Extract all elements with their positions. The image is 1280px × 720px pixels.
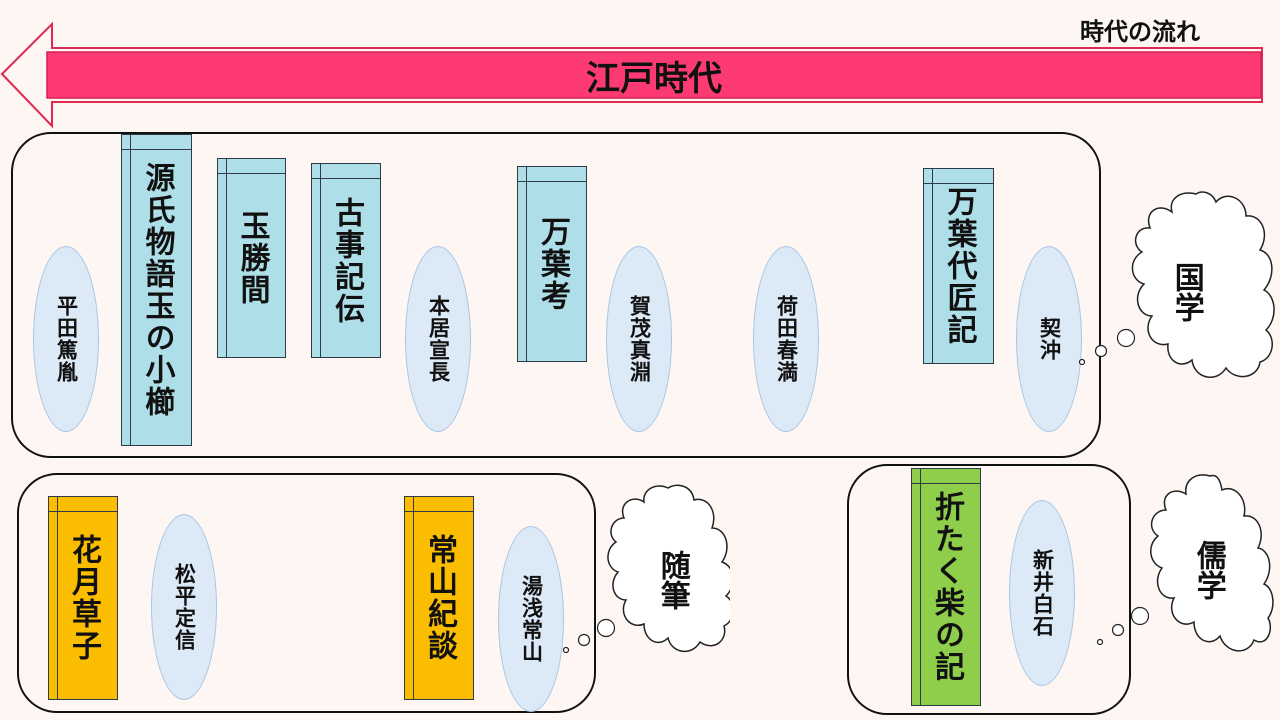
- book-manyo-daishoki: 万葉代匠記: [923, 168, 994, 364]
- zuihitsu-label: 随筆: [654, 550, 690, 610]
- kokugaku-label: 国学: [1168, 262, 1204, 322]
- person-keichu: 契沖: [1016, 246, 1082, 432]
- book-kagetsu-soshi: 花月草子: [48, 496, 118, 700]
- book-oritaku-shiba-no-ki: 折たく柴の記: [911, 468, 981, 706]
- person-kada-no-azumamaro: 荷田春満: [753, 246, 819, 432]
- book-genji-monogatari-tama-no-ogushi: 源氏物語玉の小櫛: [121, 134, 192, 446]
- jugaku-label: 儒学: [1190, 540, 1226, 600]
- person-name: 新井白石: [1030, 549, 1055, 637]
- book-tamakatsuma: 玉勝間: [217, 158, 286, 358]
- book-title: 常山紀談: [422, 534, 457, 662]
- kokugaku-label-wrap: 国学: [1154, 262, 1218, 342]
- timeline-arrow: [0, 22, 1263, 129]
- person-name: 荷田春満: [774, 295, 799, 383]
- person-name: 契沖: [1037, 317, 1062, 361]
- person-arai-hakuseki: 新井白石: [1009, 500, 1075, 686]
- book-title: 源氏物語玉の小櫛: [139, 162, 175, 418]
- book-title: 花月草子: [66, 534, 101, 662]
- person-hirata-atsutane: 平田篤胤: [33, 246, 99, 432]
- person-name: 本居宣長: [426, 295, 451, 383]
- kokugaku-thought-cloud: [1078, 191, 1275, 378]
- jugaku-thought-cloud: [1096, 474, 1274, 652]
- person-yuasa-jozan: 湯浅常山: [498, 526, 564, 712]
- book-title: 折たく柴の記: [929, 491, 964, 683]
- zuihitsu-label-wrap: 随筆: [640, 550, 704, 630]
- jugaku-group: [847, 464, 1131, 715]
- book-title: 玉勝間: [234, 210, 270, 306]
- person-name: 平田篤胤: [54, 295, 79, 383]
- book-kojikiden: 古事記伝: [311, 163, 381, 358]
- book-jozan-kidan: 常山紀談: [404, 496, 474, 700]
- person-name: 賀茂真淵: [627, 295, 652, 383]
- person-name: 松平定信: [172, 563, 197, 651]
- person-matsudaira-sadanobu: 松平定信: [151, 514, 217, 700]
- era-title: 江戸時代: [586, 58, 722, 99]
- book-title: 万葉代匠記: [941, 186, 977, 346]
- book-title: 古事記伝: [329, 196, 364, 325]
- time-flow-label: 時代の流れ: [1080, 18, 1200, 46]
- zuihitsu-thought-cloud: [562, 484, 730, 654]
- person-motoori-norinaga: 本居宣長: [405, 246, 471, 432]
- person-name: 湯浅常山: [519, 575, 544, 663]
- book-title: 万葉考: [535, 216, 570, 312]
- jugaku-label-wrap: 儒学: [1176, 540, 1240, 620]
- book-manyoko: 万葉考: [517, 166, 587, 362]
- person-kamo-no-mabuchi: 賀茂真淵: [606, 246, 672, 432]
